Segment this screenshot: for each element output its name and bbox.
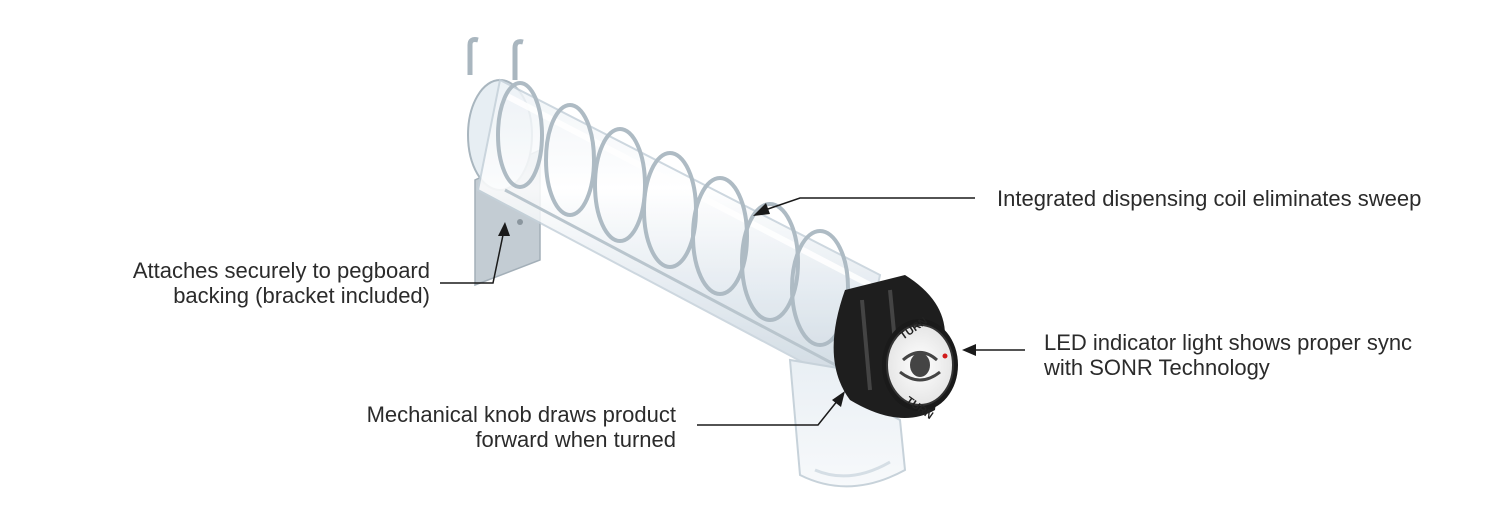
turn-knob: TURN TURN — [833, 275, 958, 422]
dispensing-coil — [496, 81, 861, 380]
callout-pegboard-line-2: backing (bracket included) — [173, 283, 430, 308]
callout-leaders — [440, 197, 1025, 426]
callout-coil-line-1: Integrated dispensing coil eliminates sw… — [997, 186, 1422, 211]
led-indicator — [942, 353, 948, 359]
callout-led-indicator: LED indicator light shows proper sync wi… — [1044, 330, 1412, 380]
callout-led-line-2: with SONR Technology — [1044, 355, 1270, 380]
callout-dispensing-coil: Integrated dispensing coil eliminates sw… — [997, 186, 1421, 211]
callout-mechanical-knob: Mechanical knob draws product forward wh… — [300, 402, 676, 452]
callout-knob-line-1: Mechanical knob draws product — [366, 402, 676, 427]
callout-pegboard-line-1: Attaches securely to pegboard — [132, 258, 430, 283]
callout-knob-line-2: forward when turned — [475, 427, 676, 452]
callout-pegboard: Attaches securely to pegboard backing (b… — [60, 258, 430, 308]
callout-led-line-1: LED indicator light shows proper sync — [1044, 330, 1413, 355]
